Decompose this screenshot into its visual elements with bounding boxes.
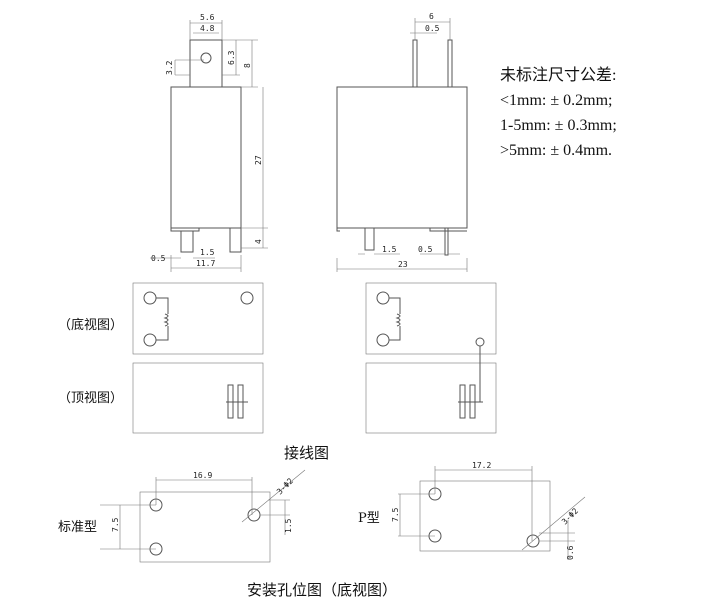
tolerance-title: 未标注尺寸公差: <box>500 66 616 84</box>
dim-16.9: 16.9 <box>193 471 212 480</box>
side-view: 5.6 4.8 6.3 8 3.2 27 4 0.5 1.5 11.7 <box>150 13 268 272</box>
dim-1.5: 1.5 <box>382 245 397 254</box>
dim-23: 23 <box>398 260 408 269</box>
hole-spec: 3-Φ2 <box>275 476 295 496</box>
dim-7.5: 7.5 <box>111 517 120 532</box>
dim-4.8: 4.8 <box>200 24 215 33</box>
mounting-title: 安装孔位图（底视图） <box>247 581 397 599</box>
dim-7.5-p: 7.5 <box>391 507 400 522</box>
dim-17.2: 17.2 <box>472 461 491 470</box>
dim-0.5-top: 0.5 <box>425 24 440 33</box>
dim-5.6: 5.6 <box>200 13 215 22</box>
dim-0.5-bottom: 0.5 <box>418 245 433 254</box>
dim-11.7: 11.7 <box>196 259 215 268</box>
mounting-holes: 标准型 16.9 7.5 1.5 3-Φ2 P型 17.2 7.5 0.6 3-… <box>58 461 586 599</box>
dim-6: 6 <box>429 12 434 21</box>
hole-spec-p: 3-Φ2 <box>560 506 580 526</box>
standard-type-label: 标准型 <box>58 520 97 535</box>
wiring-diagram: （底视图） （顶视图） 接线图 <box>58 282 497 462</box>
dim-8: 8 <box>243 63 252 68</box>
dim-4: 4 <box>254 239 263 244</box>
dim-6.3: 6.3 <box>227 50 236 65</box>
tolerance-line: >5mm: ± 0.4mm. <box>500 142 612 159</box>
dim-0.6: 0.6 <box>566 545 575 560</box>
bottom-view-label: （底视图） <box>58 317 123 333</box>
dim-27: 27 <box>254 155 263 165</box>
dim-3.2: 3.2 <box>165 60 174 75</box>
dim-1.5: 1.5 <box>200 248 215 257</box>
tab-hole <box>200 52 212 64</box>
tolerance-note: 未标注尺寸公差: <1mm: ± 0.2mm; 1-5mm: ± 0.3mm; … <box>500 66 617 159</box>
wiring-title: 接线图 <box>284 444 329 462</box>
p-type-label: P型 <box>358 511 380 526</box>
dim-0.5: 0.5 <box>151 254 166 263</box>
dim-1.5: 1.5 <box>284 518 293 533</box>
tolerance-line: <1mm: ± 0.2mm; <box>500 92 612 109</box>
front-view: 6 0.5 1.5 0.5 23 <box>336 12 468 272</box>
top-view-label: （顶视图） <box>58 391 123 406</box>
tolerance-line: 1-5mm: ± 0.3mm; <box>500 117 617 134</box>
